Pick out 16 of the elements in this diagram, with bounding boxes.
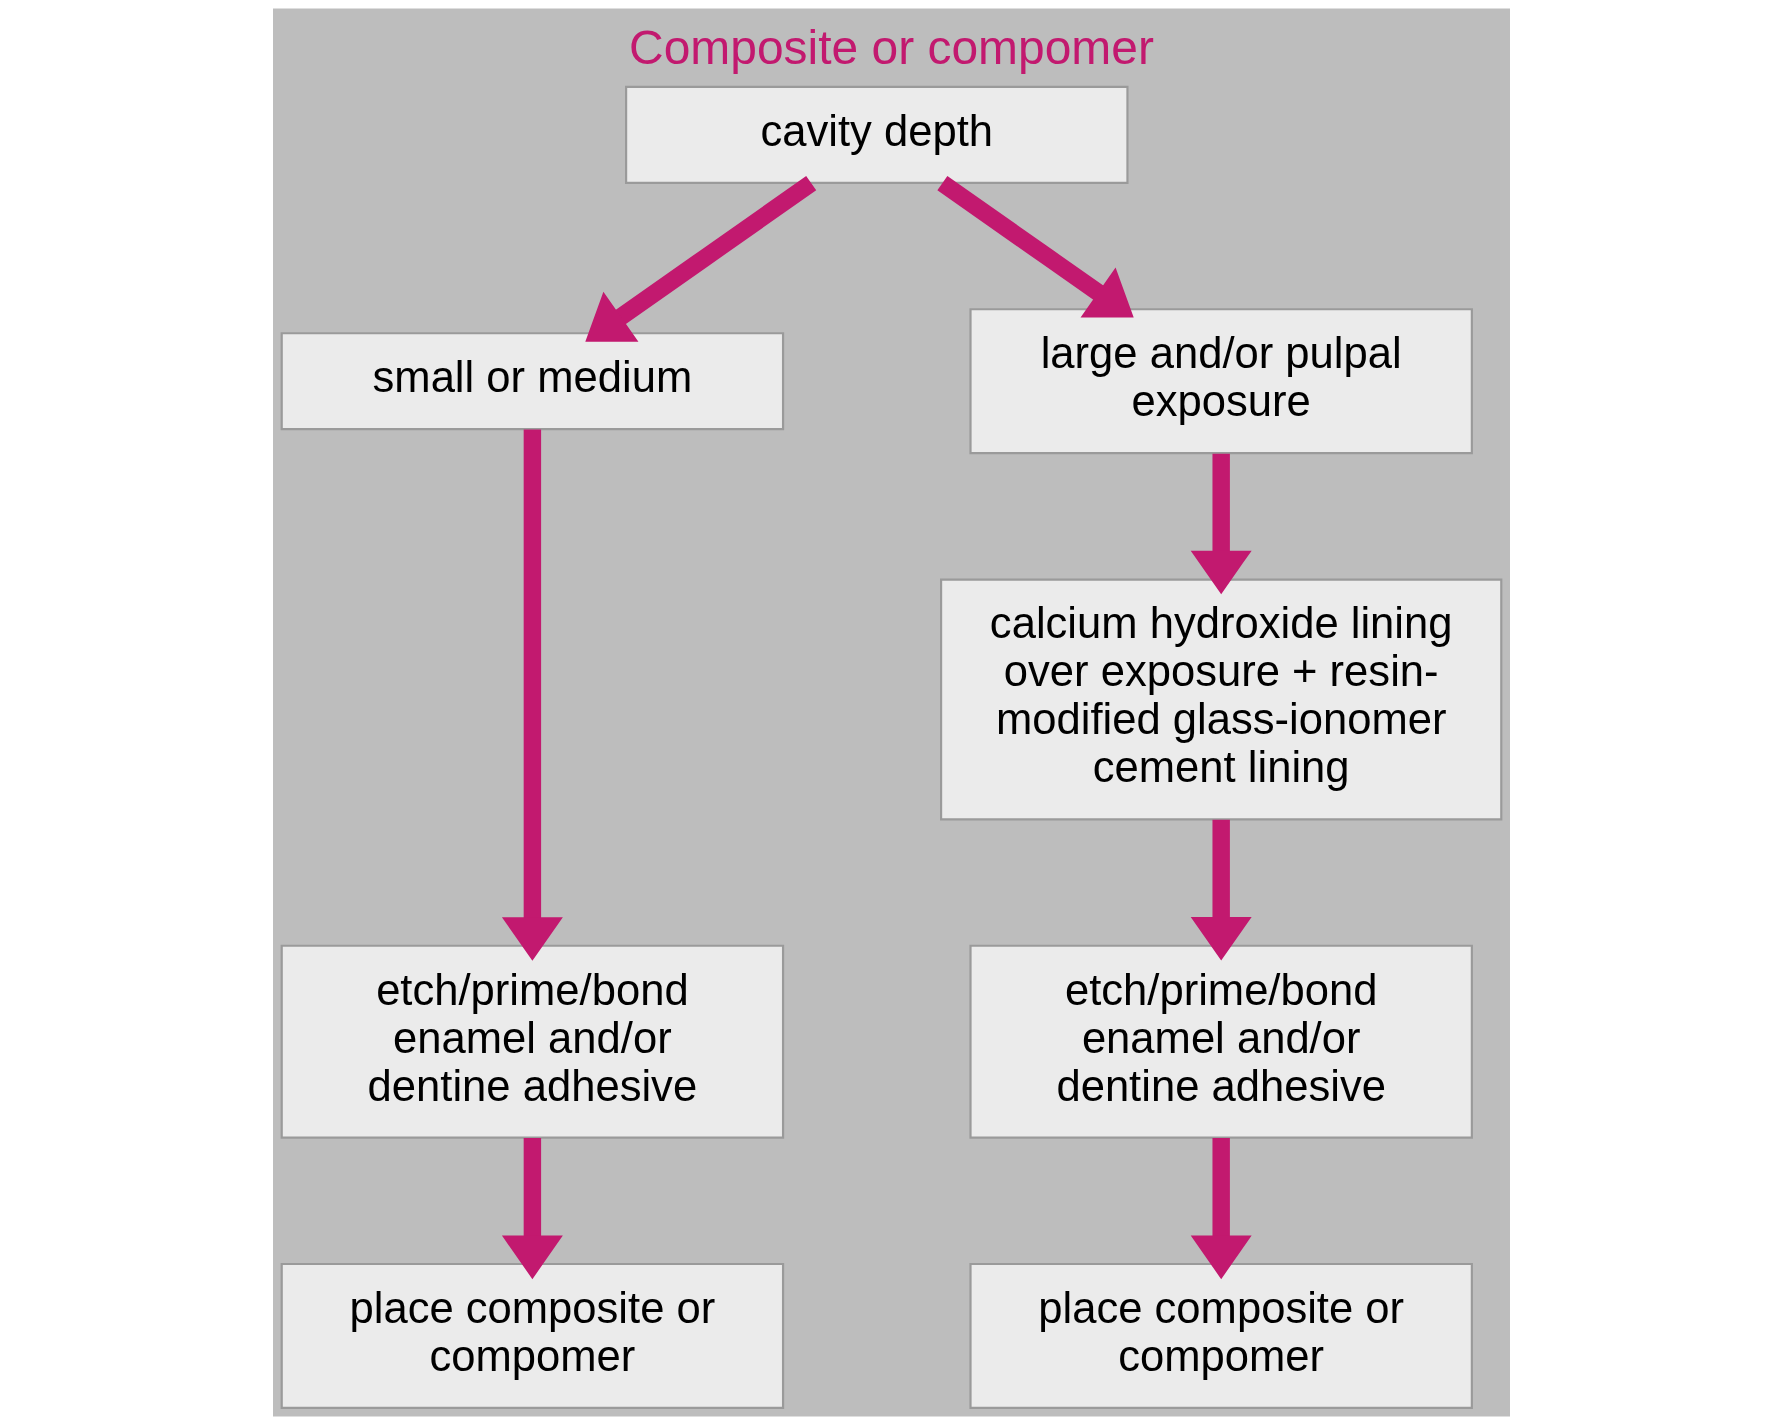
diagram-title: Composite or compomer [629, 21, 1154, 75]
node-box: cavity depth [625, 85, 1129, 184]
node-box: place composite or compomer [969, 1262, 1473, 1409]
node-box: large and/or pulpal exposure [969, 308, 1473, 455]
arrow [501, 1137, 563, 1280]
arrow [1190, 1137, 1252, 1280]
node-box: calcium hydroxide lining over exposure + resin-modified glass-ionomer cement lining [940, 578, 1503, 821]
arrow [585, 176, 817, 342]
arrow [937, 176, 1134, 318]
arrow [501, 429, 563, 961]
node-box: etch/prime/bond enamel and/or dentine adhesive [280, 944, 785, 1139]
arrow [1190, 819, 1252, 961]
node-box: place composite or compomer [280, 1262, 785, 1409]
node-box: etch/prime/bond enamel and/or dentine adhesive [969, 944, 1473, 1139]
node-box: small or medium [280, 332, 785, 431]
arrow [1190, 453, 1252, 595]
